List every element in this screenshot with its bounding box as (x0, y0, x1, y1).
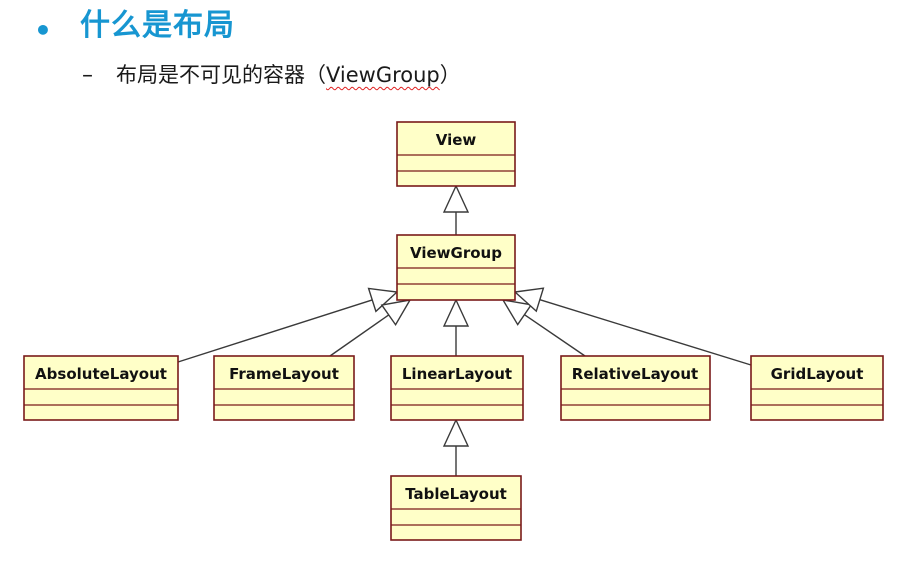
bullet-dot: • (34, 14, 52, 47)
inheritance-arrowhead (513, 287, 545, 313)
class-relativelayout: RelativeLayout (560, 355, 711, 421)
edge-line (524, 314, 586, 357)
inheritance-edges (177, 184, 752, 476)
inheritance-arrowhead (380, 299, 412, 327)
class-name-tablelayout: TableLayout (405, 485, 507, 503)
sub-bullet-dash: – (82, 63, 93, 88)
inheritance-arrowhead (367, 287, 399, 313)
class-viewgroup: ViewGroup (396, 234, 516, 301)
edge-viewgroup-to-view (442, 184, 470, 235)
edge-absolutelayout-to-viewgroup (177, 287, 399, 363)
slide-heading: 什么是布局 (80, 8, 235, 43)
inheritance-arrowhead (501, 299, 533, 326)
class-name-framelayout: FrameLayout (229, 365, 339, 383)
class-name-linearlayout: LinearLayout (402, 365, 512, 383)
sub-bullet-text: 布局是不可见的容器（ViewGroup） (116, 60, 461, 90)
class-tablelayout: TableLayout (390, 475, 522, 541)
inheritance-arrowhead (442, 418, 470, 447)
edge-gridlayout-to-viewgroup (513, 287, 752, 366)
edge-relativelayout-to-viewgroup (501, 299, 586, 357)
edge-line (329, 314, 390, 357)
class-absolutelayout: AbsoluteLayout (23, 355, 179, 421)
sub-bullet-tail: ） (439, 63, 461, 87)
class-name-viewgroup: ViewGroup (410, 244, 502, 262)
edge-framelayout-to-viewgroup (329, 299, 412, 357)
edge-linearlayout-to-viewgroup (442, 298, 470, 356)
class-gridlayout: GridLayout (750, 355, 884, 421)
inheritance-arrowhead (442, 184, 470, 213)
inheritance-arrowhead (442, 298, 470, 327)
edge-line (539, 299, 752, 366)
class-name-absolutelayout: AbsoluteLayout (35, 365, 167, 383)
class-name-relativelayout: RelativeLayout (572, 365, 698, 383)
class-view: View (396, 121, 516, 187)
class-framelayout: FrameLayout (213, 355, 355, 421)
sub-bullet-lead: 布局是不可见的容器（ (116, 63, 326, 87)
edge-tablelayout-to-linearlayout (442, 418, 470, 476)
class-name-gridlayout: GridLayout (771, 365, 864, 383)
edge-line (177, 299, 373, 363)
class-linearlayout: LinearLayout (390, 355, 524, 421)
class-name-view: View (436, 131, 477, 149)
viewgroup-term: ViewGroup (326, 63, 440, 87)
